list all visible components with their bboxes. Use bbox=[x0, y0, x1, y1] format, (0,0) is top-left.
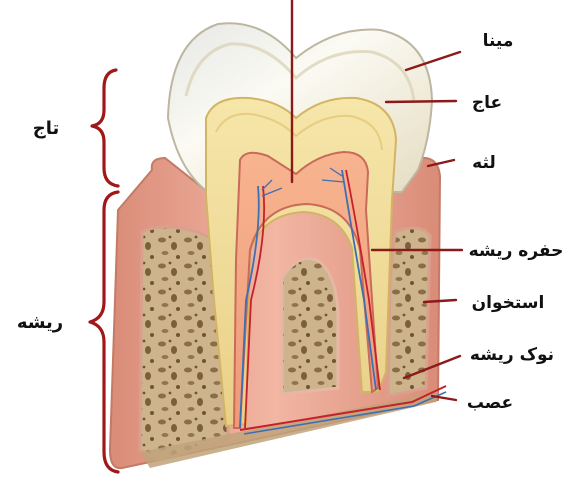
root-label: ریشه bbox=[17, 312, 63, 333]
crown-label: تاج bbox=[33, 118, 60, 139]
dentin-label: عاج bbox=[472, 93, 502, 113]
bone-label: استخوان bbox=[472, 293, 545, 313]
enamel-label: مینا bbox=[483, 31, 514, 51]
gum-label: لثه bbox=[472, 153, 496, 173]
crown-brace bbox=[92, 70, 118, 186]
root-tip-label: نوک ریشه bbox=[470, 345, 554, 365]
nerve-label: عصب bbox=[467, 393, 513, 413]
root-canal-label: حفره ریشه bbox=[469, 241, 564, 261]
dentin-leader-line bbox=[386, 101, 456, 102]
